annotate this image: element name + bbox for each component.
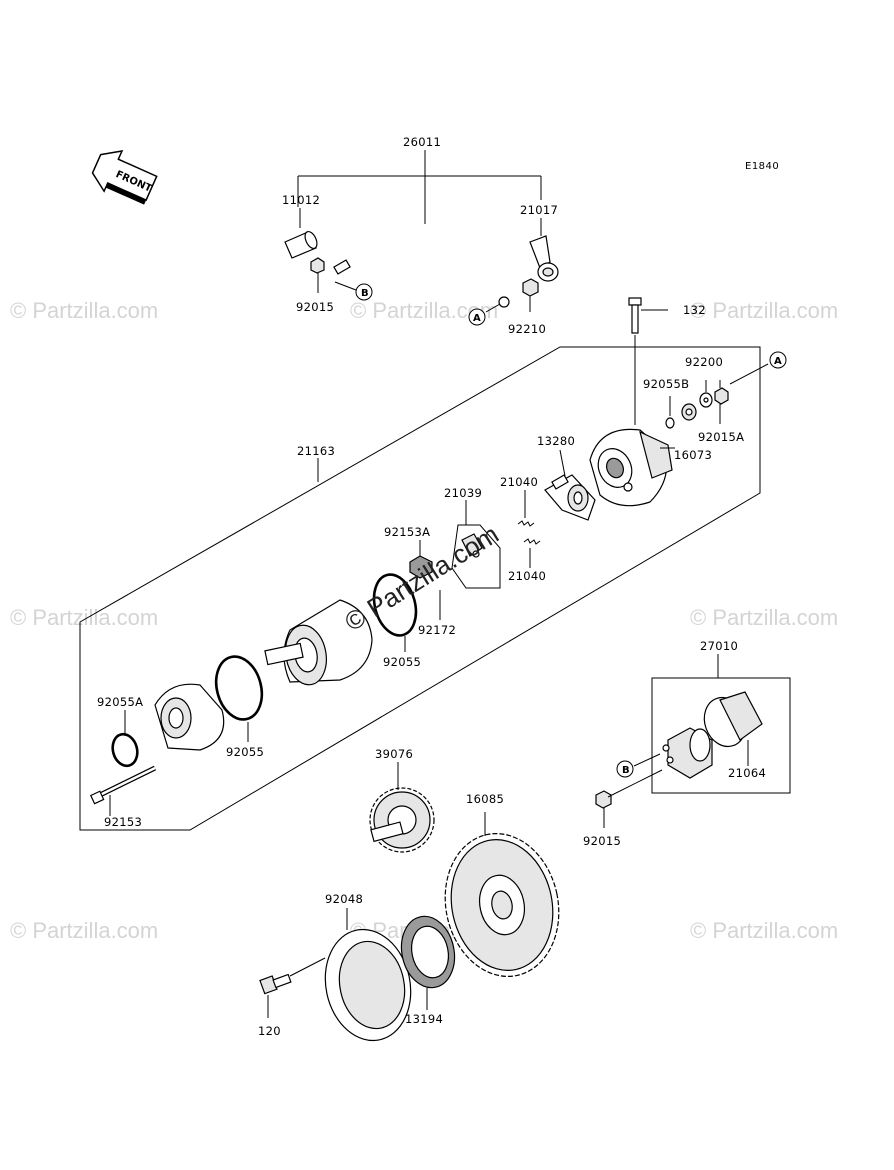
brush-holder-13280: [544, 449, 596, 521]
bolt-120: [259, 957, 326, 1018]
armature-yoke: [264, 599, 373, 686]
part-label: 92048: [325, 892, 363, 906]
watermark: © Partzilla.com: [10, 918, 158, 943]
watermark: © Partzilla.com: [10, 298, 158, 323]
part-label: 39076: [375, 747, 413, 761]
flange-92048: [324, 908, 412, 1042]
part-label: 21017: [520, 203, 558, 217]
part-label: 21040: [508, 569, 546, 583]
part-label: 92015A: [698, 430, 744, 444]
o-ring-92055: [372, 573, 418, 637]
watermark: © Partzilla.com: [690, 605, 838, 630]
part-label: 92153A: [384, 525, 430, 539]
part-label: 92172: [418, 623, 456, 637]
callout-b: B: [616, 753, 661, 778]
svg-text:B: B: [622, 765, 630, 776]
part-label: 92055A: [97, 695, 143, 709]
part-label: 92015: [583, 834, 621, 848]
long-bolt-92153: [89, 765, 157, 816]
starter-gear-16085: [444, 812, 560, 977]
o-ring-92055a: [111, 732, 139, 768]
nut-92015: [595, 790, 612, 809]
springs-21040: [517, 490, 541, 568]
part-label: 16073: [674, 448, 712, 462]
part-label: 11012: [282, 193, 320, 207]
part-label: 27010: [700, 639, 738, 653]
part-label: 21064: [728, 766, 766, 780]
small-hardware: [665, 363, 769, 429]
one-way-clutch-13194: [400, 915, 456, 1010]
part-label: 120: [258, 1024, 281, 1038]
watermarks: © Partzilla.com © Partzilla.com © Partzi…: [10, 298, 838, 943]
callout-a: A: [769, 351, 787, 369]
watermark: © Partzilla.com: [690, 918, 838, 943]
part-label: 92210: [508, 322, 546, 336]
brush-92153a: [409, 540, 433, 579]
brush-group-21039: [451, 500, 501, 589]
front-cover: [154, 683, 225, 751]
part-label: 13280: [537, 434, 575, 448]
end-cover-16073: [589, 428, 675, 507]
cable-assembly: [284, 150, 559, 312]
watermark: © Partzilla.com: [690, 298, 838, 323]
svg-text:A: A: [473, 313, 481, 324]
part-label: 92055: [383, 655, 421, 669]
part-label: 16085: [466, 792, 504, 806]
part-label: 92055: [226, 745, 264, 759]
o-ring-92055: [214, 655, 264, 721]
svg-text:B: B: [361, 288, 369, 299]
part-label: 21040: [500, 475, 538, 489]
part-label: 13194: [405, 1012, 443, 1026]
part-label: 92200: [685, 355, 723, 369]
part-label: 26011: [403, 135, 441, 149]
diagram-code: E1840: [745, 161, 779, 172]
part-label: 92055B: [643, 377, 689, 391]
callout-b: B: [334, 281, 373, 301]
watermark: © Partzilla.com: [10, 605, 158, 630]
part-label: 92015: [296, 300, 334, 314]
part-label: 132: [683, 303, 706, 317]
part-label: 21163: [297, 444, 335, 458]
svg-text:A: A: [774, 356, 782, 367]
front-arrow-icon: FRONT: [91, 150, 158, 205]
bolt-132: [628, 297, 668, 425]
starter-frame-outline: [79, 346, 761, 831]
idle-gear-39076: [369, 762, 435, 853]
part-label: 92153: [104, 815, 142, 829]
part-label: 21039: [444, 486, 482, 500]
callout-a: A: [468, 303, 501, 326]
relay-group: [651, 654, 791, 794]
